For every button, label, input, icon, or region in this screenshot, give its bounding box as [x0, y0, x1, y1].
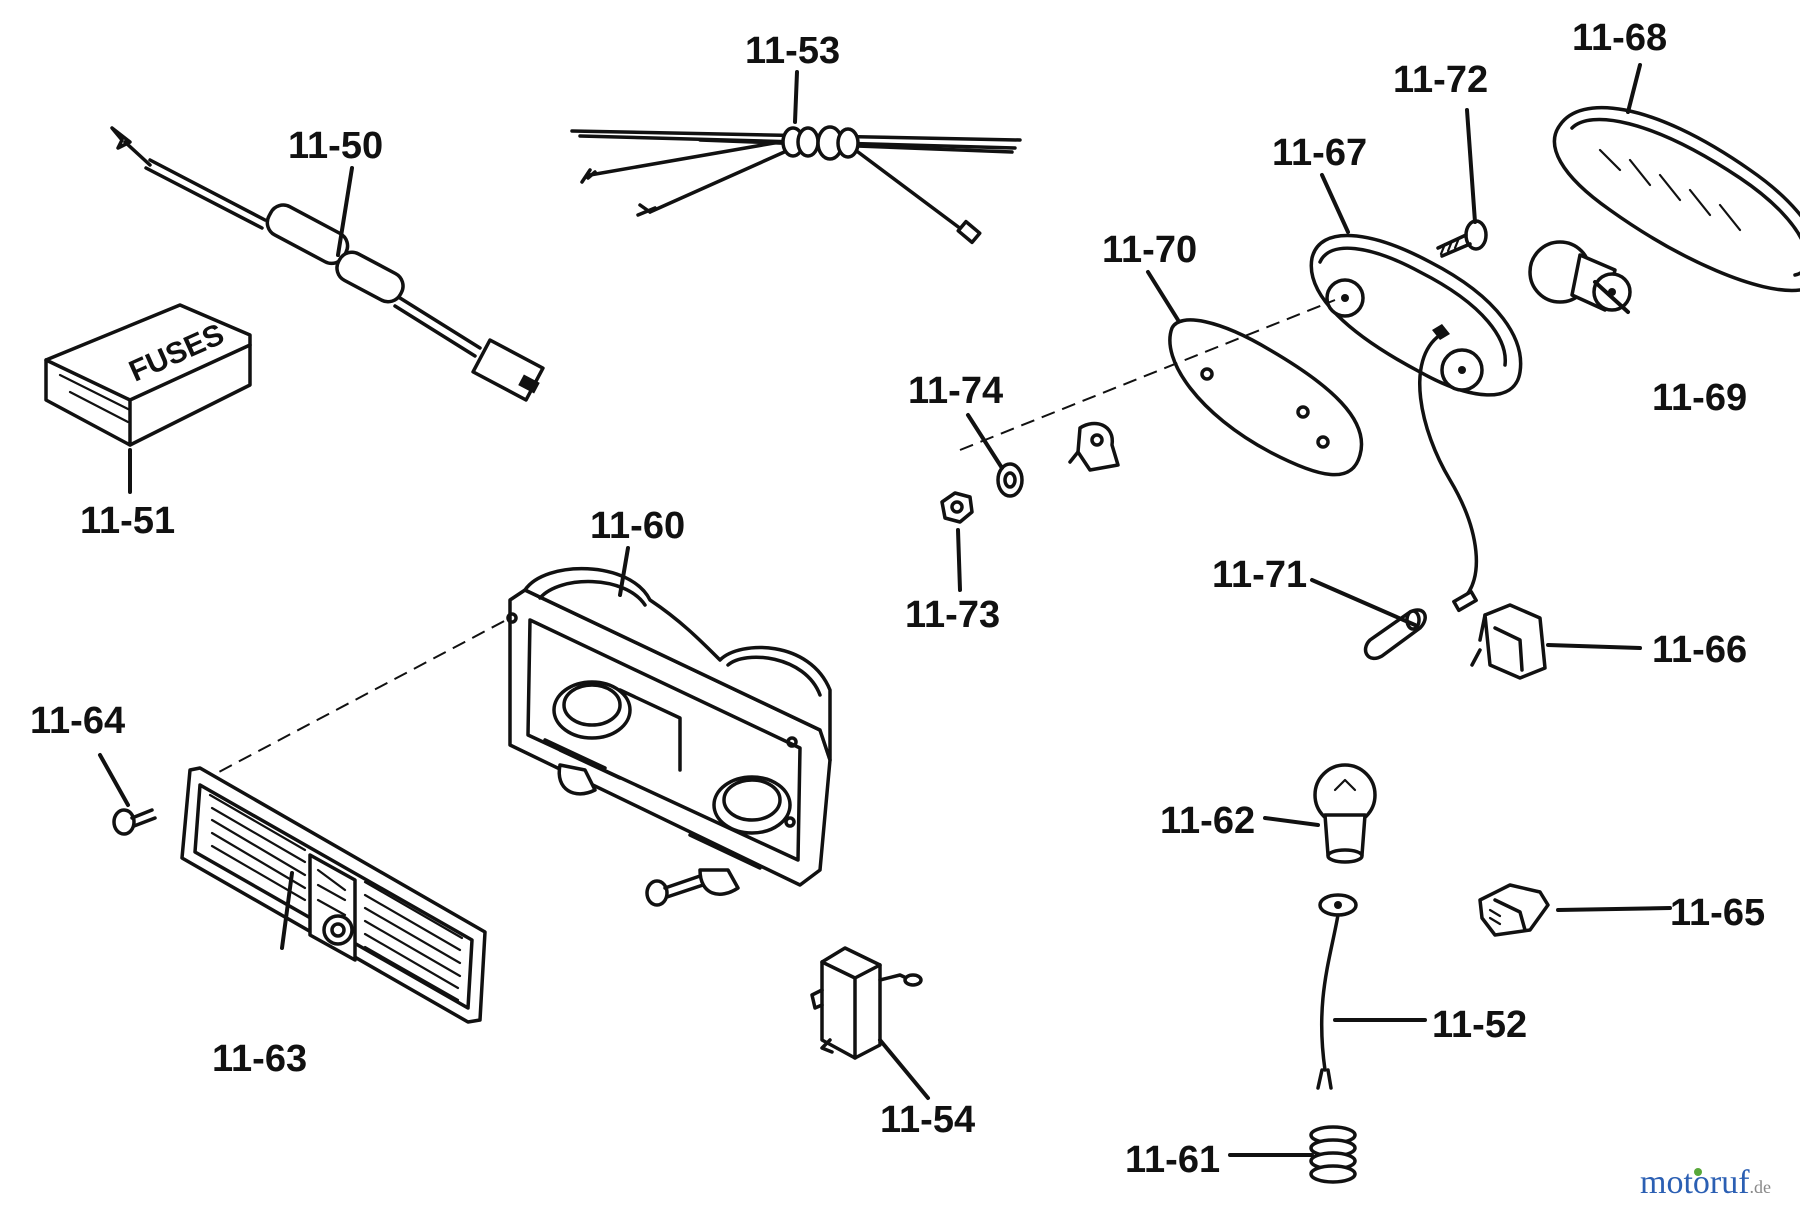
part-11-52-socket-lead	[1316, 893, 1358, 1090]
part-11-61-spring	[1309, 1125, 1357, 1184]
callout-11-50: 11-50	[288, 125, 383, 167]
callout-11-64: 11-64	[30, 700, 125, 742]
part-11-67-lamp-housing	[1309, 233, 1523, 613]
callout-11-51: 11-51	[80, 500, 175, 542]
part-11-66-clip	[1470, 603, 1547, 680]
callout-11-52: 11-52	[1432, 1004, 1527, 1046]
part-11-60-headlight-housing	[506, 566, 832, 896]
part-11-65-terminal	[1478, 883, 1550, 937]
callout-11-53: 11-53	[745, 30, 840, 72]
part-11-72-screw	[1436, 219, 1488, 258]
callout-11-74: 11-74	[908, 370, 1003, 412]
callout-11-73: 11-73	[905, 594, 1000, 636]
callout-11-61: 11-61	[1125, 1139, 1220, 1181]
part-11-73-nut	[940, 491, 974, 524]
callout-11-60: 11-60	[590, 505, 685, 547]
part-11-50-fuse-holder	[110, 126, 545, 402]
callout-11-54: 11-54	[880, 1099, 975, 1141]
callout-11-66: 11-66	[1652, 629, 1747, 671]
ground-bracket	[1068, 421, 1120, 472]
svg-text:motoruf.de: motoruf.de	[1640, 1164, 1771, 1201]
part-11-63-grille	[180, 766, 487, 1024]
callout-11-62: 11-62	[1160, 800, 1255, 842]
assembly-line-a	[959, 299, 1336, 451]
part-11-74-washer	[996, 462, 1024, 498]
part-11-51-fuse-box: FUSES	[44, 303, 252, 447]
logo-text-suffix: .de	[1750, 1177, 1772, 1197]
motoruf-logo: motoruf.de	[1640, 1164, 1771, 1201]
callout-11-63: 11-63	[212, 1038, 307, 1080]
callout-labels: 11-50 11-51 11-53 11-68 11-72 11-67 11-7…	[30, 17, 1765, 1181]
callout-11-72: 11-72	[1393, 59, 1488, 101]
part-11-54-toggle-switch	[810, 946, 923, 1060]
part-11-68-lens	[1552, 105, 1800, 293]
leader-lines	[98, 63, 1672, 1157]
part-11-64-screw	[112, 808, 157, 836]
assembly-line-b	[199, 617, 511, 783]
callout-11-67: 11-67	[1272, 132, 1367, 174]
part-11-62-bulb	[1313, 763, 1377, 864]
part-11-70-mounting-plate	[1168, 318, 1364, 477]
callout-11-71: 11-71	[1212, 554, 1307, 596]
part-11-53-wire-harness	[570, 125, 1022, 245]
callout-11-70: 11-70	[1102, 229, 1197, 271]
callout-11-65: 11-65	[1670, 892, 1765, 934]
housing-screw	[645, 874, 705, 907]
callout-11-68: 11-68	[1572, 17, 1667, 59]
callout-11-69: 11-69	[1652, 377, 1747, 419]
logo-dot	[1694, 1168, 1702, 1176]
